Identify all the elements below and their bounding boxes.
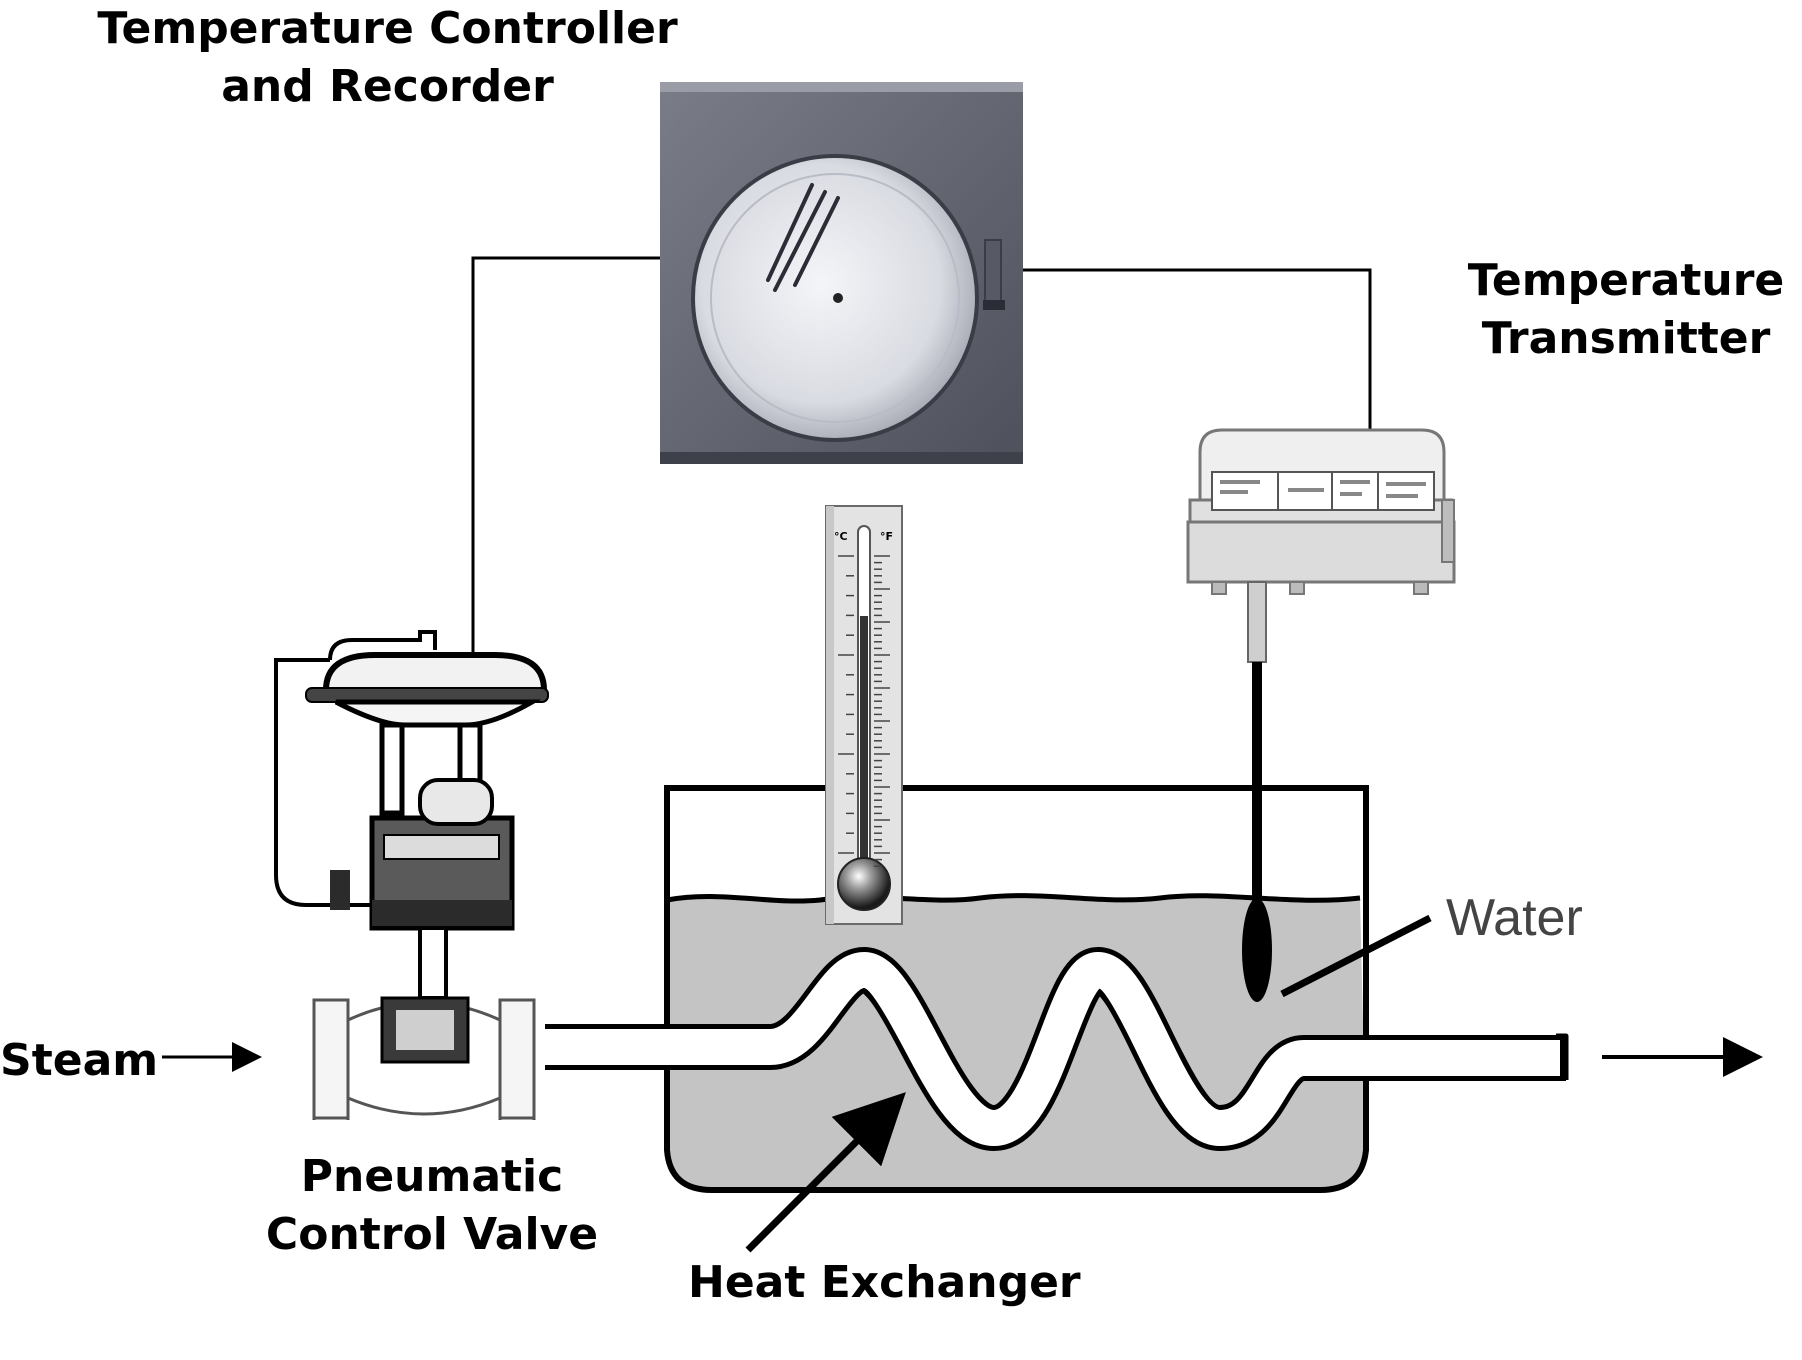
pneumatic-control-valve [274, 630, 549, 1120]
temperature-transmitter [1186, 428, 1456, 663]
wire-controller-to-valve [471, 256, 660, 652]
temperature-probe [1242, 662, 1272, 1002]
temperature-recorder [660, 82, 1023, 464]
heat-exchanger-coil [545, 947, 1569, 1151]
coil-inner [545, 952, 1560, 1146]
controller-label-line1: Temperature Controller [97, 3, 678, 54]
thermometer-ticks [838, 555, 890, 867]
transmitter-label-line2: Transmitter [1481, 313, 1771, 364]
water-pointer [1280, 914, 1432, 998]
steam-label: Steam [0, 1035, 159, 1086]
wire-controller-to-transmitter [1018, 268, 1372, 450]
signal-wires [471, 256, 1372, 652]
tank-wall [664, 785, 1369, 1193]
transmitter-label: Temperature Transmitter [1466, 252, 1786, 368]
controller-label-line2: and Recorder [221, 61, 554, 112]
valve-label-line2: Control Valve [265, 1209, 599, 1260]
thermometer-celsius-label: °C [834, 530, 848, 543]
thermometer-fahrenheit-label: °F [880, 530, 893, 543]
water-label: Water [1446, 889, 1583, 947]
transmitter-label-line1: Temperature [1467, 255, 1785, 306]
water-surface [666, 893, 1361, 904]
controller-label: Temperature Controller and Recorder [90, 0, 685, 116]
valve-label-line1: Pneumatic [300, 1151, 564, 1202]
recorder-pens [766, 183, 840, 292]
thermometer: °C °F [825, 505, 903, 925]
valve-label: Pneumatic Control Valve [232, 1148, 632, 1264]
heat-exchanger-label: Heat Exchanger [688, 1257, 1081, 1308]
heat-exchanger-pointer [745, 1092, 906, 1253]
flow-arrows [162, 914, 1763, 1253]
